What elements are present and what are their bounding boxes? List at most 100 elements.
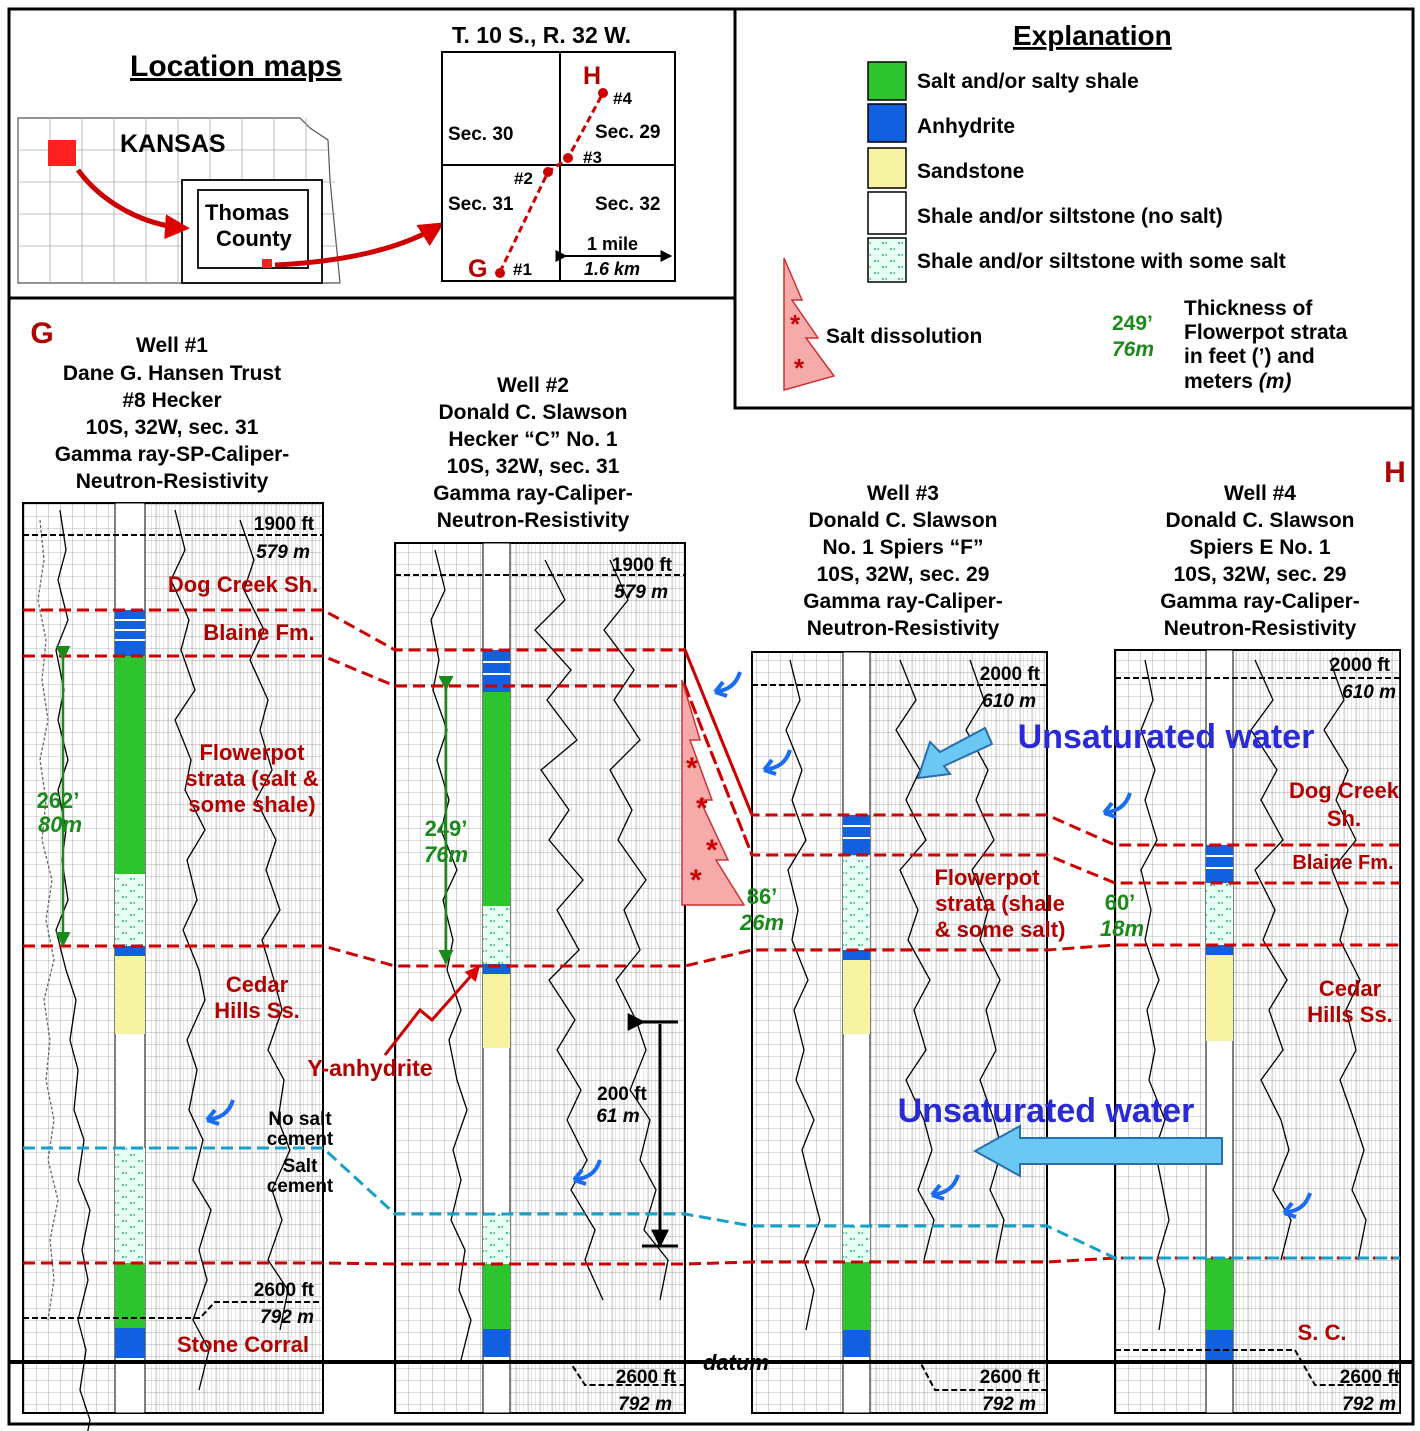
well-2-top-ft: 1900 ft xyxy=(612,555,673,576)
well-3-top-ft: 2000 ft xyxy=(980,664,1041,685)
well-1-logs-a: Gamma ray-SP-Caliper- xyxy=(55,443,290,466)
legend-thick-m-unit: (m) xyxy=(1259,370,1292,393)
county-label-2: County xyxy=(216,226,293,251)
well-3-log xyxy=(751,651,1048,1414)
well-3-thick-m: 26m xyxy=(739,910,784,935)
thomas-county-marker xyxy=(48,140,76,166)
well-1-location: 10S, 32W, sec. 31 xyxy=(86,416,259,439)
well-1-top-m: 579 m xyxy=(256,542,310,563)
well-2-bot-m: 792 m xyxy=(618,1394,672,1415)
well-3-thick-ft: 86’ xyxy=(747,884,778,909)
well-2-lease: Hecker “C” No. 1 xyxy=(448,428,618,451)
location-maps-panel: Location maps KANSAS Thomas County T. 10… xyxy=(17,22,676,284)
swatch-anhydrite xyxy=(867,103,907,143)
well-2-thick-m: 76m xyxy=(424,842,468,867)
svg-text:*: * xyxy=(706,834,718,867)
swatch-shale xyxy=(867,191,907,235)
well-2-top-m: 579 m xyxy=(614,582,668,603)
unit-cedar-4b: Hills Ss. xyxy=(1307,1002,1393,1027)
sec-31: Sec. 31 xyxy=(448,194,514,215)
well-2-logs-b: Neutron-Resistivity xyxy=(437,509,630,532)
well-4-thick-m: 18m xyxy=(1100,916,1144,941)
legend-thick-m: 76m xyxy=(1112,338,1154,361)
legend-shale: Shale and/or siltstone (no salt) xyxy=(917,205,1223,228)
township-title: T. 10 S., R. 32 W. xyxy=(452,22,631,48)
well-4-top-ft: 2000 ft xyxy=(1330,655,1391,676)
svg-text:*: * xyxy=(686,752,698,785)
section-end-h: H xyxy=(1384,456,1406,489)
well-1-top-ft: 1900 ft xyxy=(254,514,315,535)
unit-blaine: Blaine Fm. xyxy=(203,620,314,645)
section-line-g-h xyxy=(498,92,605,273)
sec-30: Sec. 30 xyxy=(448,124,514,145)
legend-salt: Salt and/or salty shale xyxy=(917,70,1139,93)
no-salt-cement-2: cement xyxy=(267,1129,334,1150)
explanation-title: Explanation xyxy=(1013,20,1172,51)
legend-salty-shale: Shale and/or siltstone with some salt xyxy=(917,250,1286,273)
legend-thick-desc-4: meters (m) xyxy=(1184,370,1291,393)
salt-cement-line xyxy=(23,1146,1400,1260)
well-1-bot-ft: 2600 ft xyxy=(254,1280,315,1301)
dissolution-wedge xyxy=(681,679,746,906)
dissolution-symbol xyxy=(783,257,836,391)
map-well-3: #3 xyxy=(583,148,602,167)
log-traces xyxy=(37,509,1367,1431)
no-salt-cement-1: No salt xyxy=(268,1109,332,1130)
unit-stone-corral: Stone Corral xyxy=(177,1332,309,1357)
well-2-bot-ft: 2600 ft xyxy=(616,1367,677,1388)
swatch-salty-shale xyxy=(867,237,907,283)
well-3-operator: Donald C. Slawson xyxy=(808,509,997,532)
unit-flowerpot-3c: & some salt) xyxy=(935,917,1066,942)
township-marker xyxy=(262,259,272,268)
well-1-name: Well #1 xyxy=(136,334,208,357)
unit-cedar-1a: Cedar xyxy=(226,972,289,997)
unit-flowerpot-1c: some shale) xyxy=(188,792,315,817)
y-anhydrite-label: Y-anhydrite xyxy=(307,1055,432,1081)
unit-dog-creek-4b: Sh. xyxy=(1327,806,1361,831)
section-labels: G H Well #1 Dane G. Hansen Trust #8 Heck… xyxy=(30,317,1406,1415)
kansas-label: KANSAS xyxy=(120,130,226,158)
well-2-logs-a: Gamma ray-Caliper- xyxy=(433,482,633,505)
svg-text:*: * xyxy=(794,353,805,383)
unit-cedar-1b: Hills Ss. xyxy=(214,998,300,1023)
well-4-logs-a: Gamma ray-Caliper- xyxy=(1160,590,1360,613)
unit-flowerpot-3a: Flowerpot xyxy=(934,865,1040,890)
scale-miles: 1 mile xyxy=(587,234,638,254)
datum-label: datum xyxy=(703,1350,769,1375)
salt-cement-1: Salt xyxy=(283,1156,319,1177)
svg-text:*: * xyxy=(790,309,801,339)
well-4-bot-ft: 2600 ft xyxy=(1340,1367,1401,1388)
water-indicator-arrows xyxy=(205,671,1312,1219)
well-3-location: 10S, 32W, sec. 29 xyxy=(817,563,990,586)
swatch-salt xyxy=(867,61,907,101)
unit-sc: S. C. xyxy=(1298,1320,1347,1345)
legend-dissolution: Salt dissolution xyxy=(826,325,982,348)
well-1-bot-m: 792 m xyxy=(260,1307,314,1328)
correlation-lines xyxy=(23,608,1400,1266)
well-1-logs-b: Neutron-Resistivity xyxy=(76,470,269,493)
sec-32: Sec. 32 xyxy=(595,194,661,215)
unsat-arrow-2 xyxy=(972,1124,1223,1178)
unit-dog-creek-4a: Dog Creek xyxy=(1289,778,1400,803)
scale-km: 1.6 km xyxy=(584,259,640,279)
well-1-thick-ft: 262’ xyxy=(37,788,80,813)
svg-text:*: * xyxy=(696,792,708,825)
legend-thick-desc-2: Flowerpot strata xyxy=(1184,321,1348,344)
county-label-1: Thomas xyxy=(205,200,289,225)
depth-marks xyxy=(23,534,1400,1391)
well-logs: **** xyxy=(9,502,1413,1431)
well-4-operator: Donald C. Slawson xyxy=(1165,509,1354,532)
unit-flowerpot-3b: strata (shale xyxy=(935,891,1065,916)
arrow-to-township xyxy=(274,222,445,268)
svg-text:*: * xyxy=(690,864,702,897)
well-4-lease: Spiers E No. 1 xyxy=(1189,536,1331,559)
unit-cedar-4a: Cedar xyxy=(1319,976,1382,1001)
well-3-bot-ft: 2600 ft xyxy=(980,1367,1041,1388)
well-1-lease: #8 Hecker xyxy=(122,389,221,412)
salt-cement-2: cement xyxy=(267,1176,334,1197)
map-well-4: #4 xyxy=(613,89,632,108)
location-maps-title: Location maps xyxy=(130,50,342,83)
scale-200ft: 200 ft xyxy=(597,1084,647,1105)
unit-dog-creek: Dog Creek Sh. xyxy=(168,572,318,597)
well-3-logs-a: Gamma ray-Caliper- xyxy=(803,590,1003,613)
